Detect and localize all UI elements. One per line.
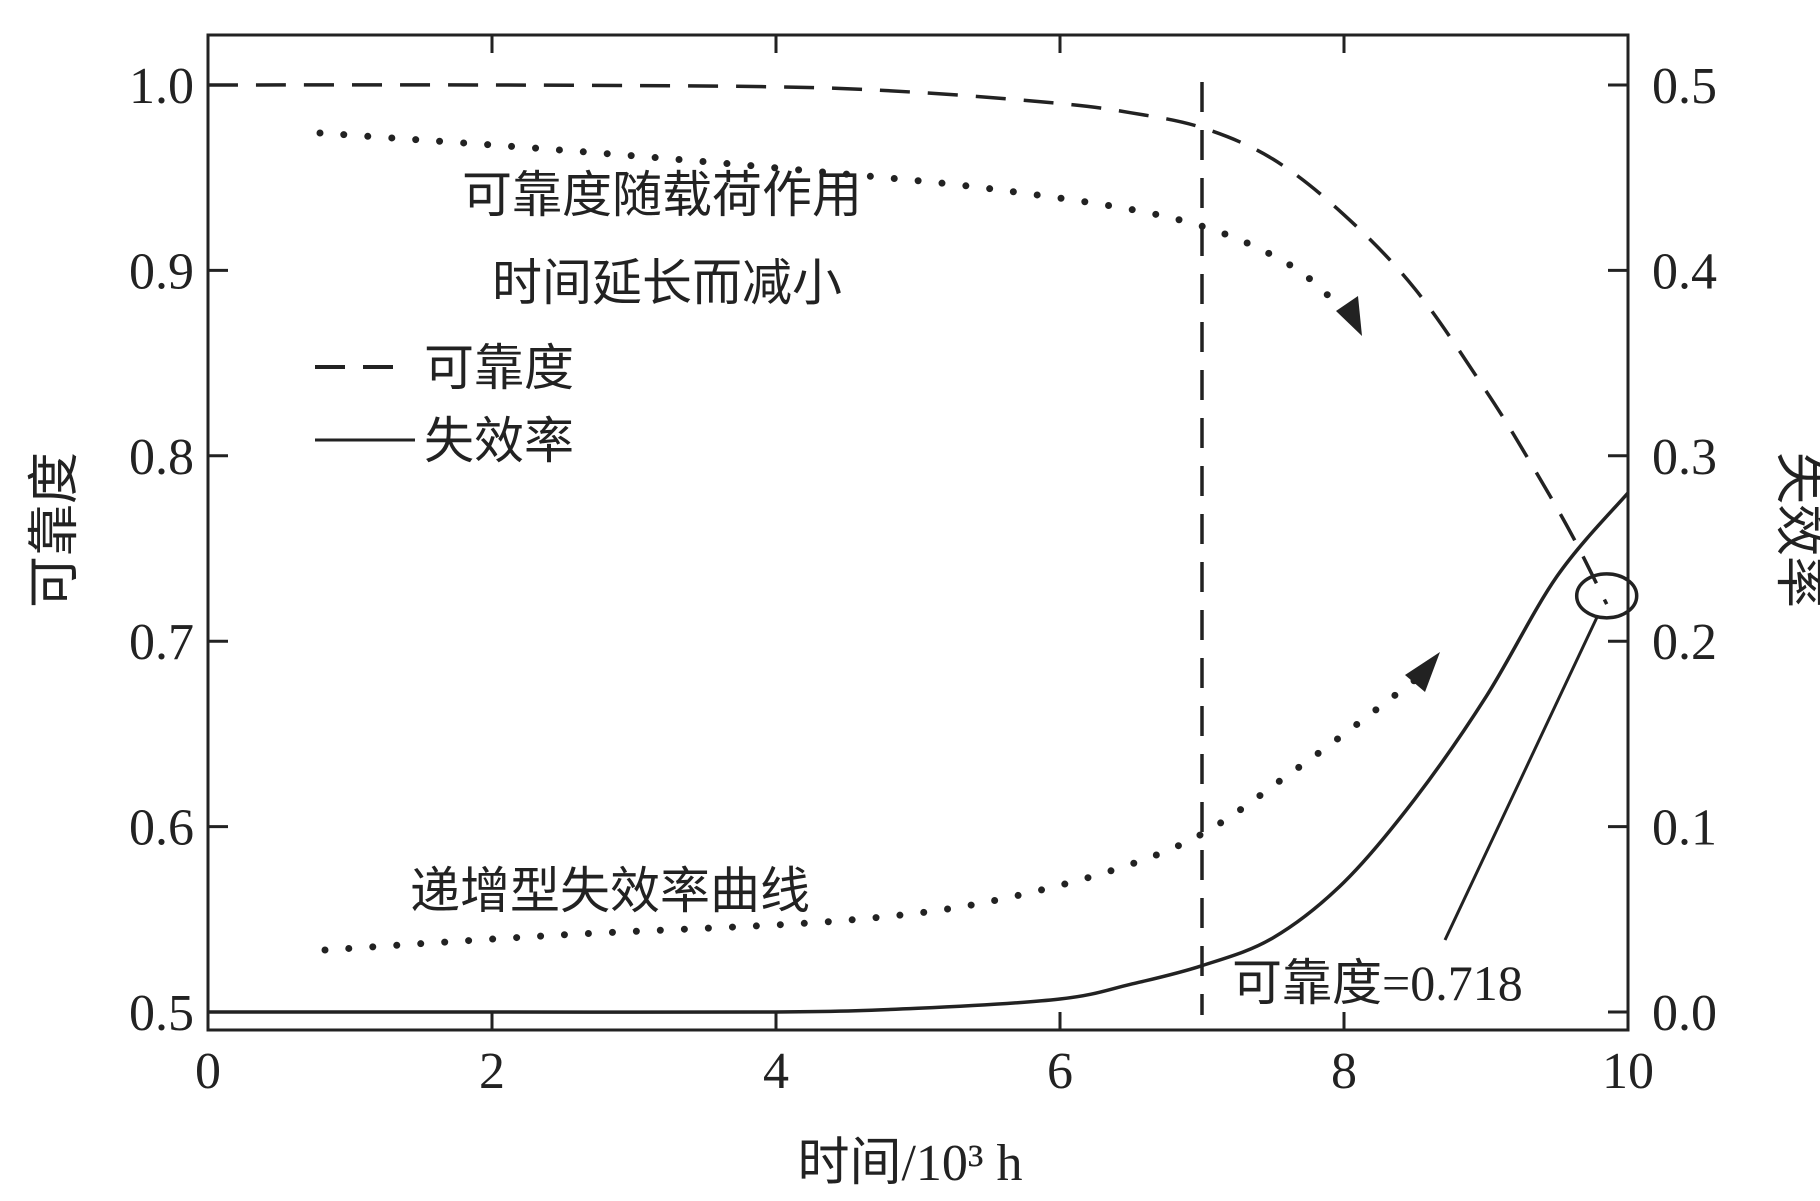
y-right-tick-label: 0.5 — [1652, 58, 1717, 115]
y-left-tick-label: 0.5 — [129, 985, 194, 1042]
legend-label-failure-rate: 失效率 — [424, 413, 574, 469]
x-tick-label: 4 — [763, 1043, 789, 1100]
y-left-tick-label: 0.7 — [129, 614, 194, 671]
legend-label-reliability: 可靠度 — [424, 340, 574, 396]
y-left-tick-label: 1.0 — [129, 58, 194, 115]
x-tick-label: 0 — [195, 1043, 221, 1100]
point-label: 可靠度=0.718 — [1232, 955, 1523, 1011]
tick-labels: 0 2 4 6 8 10 0.5 0.6 0.7 0.8 0.9 1.0 0.0 0.1 0.2 0.3 0.4… — [129, 58, 1717, 1100]
reliability-note-line1: 可靠度随载荷作用 — [462, 167, 862, 223]
reliability-note-line2: 时间延长而减小 — [492, 255, 842, 311]
plot-area — [206, 33, 1630, 1032]
x-tick-label: 2 — [479, 1043, 505, 1100]
x-tick-label: 8 — [1331, 1043, 1357, 1100]
y-right-tick-label: 0.4 — [1652, 243, 1717, 300]
failure-rate-note: 递增型失效率曲线 — [410, 863, 810, 919]
x-tick-label: 10 — [1602, 1043, 1654, 1100]
y-axis-title-left: 可靠度 — [27, 452, 84, 608]
intersection-marker-circle — [1574, 572, 1639, 620]
y-right-tick-label: 0.3 — [1652, 429, 1717, 486]
y-left-tick-label: 0.6 — [129, 800, 194, 857]
series-lines — [207, 83, 1630, 1015]
x-tick-label: 6 — [1047, 1043, 1073, 1100]
x-axis-title: 时间/10³ h — [797, 1135, 1022, 1192]
point-label-leader-line — [1443, 617, 1599, 941]
plot-frame — [206, 33, 1630, 1032]
legend: 可靠度 失效率 — [315, 340, 574, 469]
y-right-tick-label: 0.2 — [1652, 614, 1717, 671]
reliability-trend-arrowhead — [1336, 296, 1362, 336]
y-right-tick-label: 0.0 — [1652, 985, 1717, 1042]
y-left-tick-label: 0.9 — [129, 243, 194, 300]
failure-rate-trend-arrowhead — [1405, 652, 1440, 692]
y-left-tick-label: 0.8 — [129, 429, 194, 486]
series-line-reliability — [207, 83, 1609, 605]
y-axis-title-right: 失效率 — [1770, 452, 1820, 608]
y-right-tick-label: 0.1 — [1652, 800, 1717, 857]
series-line-failure-rate — [208, 491, 1630, 1015]
annotations: 可靠度随载荷作用 时间延长而减小 递增型失效率曲线 可靠度=0.718 — [316, 82, 1639, 1015]
reliability-trend-dotted-arrow — [316, 129, 1356, 324]
